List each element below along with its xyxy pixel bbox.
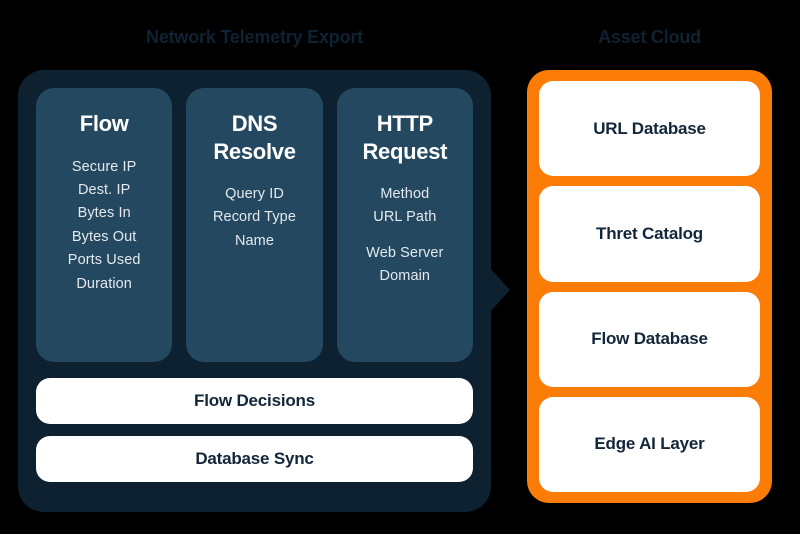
column-title-line: DNS — [231, 111, 278, 136]
list-item: Method — [380, 186, 430, 202]
network-telemetry-panel: Flow Secure IP Dest. IP Bytes In Bytes O… — [18, 70, 491, 512]
bar-database-sync[interactable]: Database Sync — [36, 436, 473, 482]
bar-flow-decisions[interactable]: Flow Decisions — [36, 378, 473, 424]
section-title-asset-cloud: Asset Cloud — [598, 27, 701, 47]
list-item: Bytes Out — [71, 228, 137, 245]
list-item: Record Type — [212, 209, 297, 226]
list-item: Secure IP — [71, 158, 137, 175]
list-item: Domain — [379, 268, 431, 285]
list-item: Dest. IP — [77, 181, 131, 198]
list-item: Name — [234, 232, 275, 249]
list-item: Bytes In — [77, 205, 131, 222]
list-item: Duration — [76, 275, 132, 292]
column-title-dns-resolve: DNS Resolve — [196, 110, 312, 165]
asset-card-flow-database[interactable]: Flow Database — [539, 291, 760, 387]
telemetry-column-http-request[interactable]: HTTP Request Method URL Path Web Server … — [336, 88, 473, 362]
telemetry-columns: Flow Secure IP Dest. IP Bytes In Bytes O… — [36, 88, 473, 362]
list-item: Web Server — [366, 244, 444, 261]
telemetry-bars: Flow Decisions Database Sync — [36, 378, 473, 482]
asset-card-url-database[interactable]: URL Database — [539, 81, 760, 177]
telemetry-column-flow[interactable]: Flow Secure IP Dest. IP Bytes In Bytes O… — [36, 88, 173, 362]
column-title-line: Flow — [79, 111, 129, 136]
list-item: Ports Used — [67, 252, 141, 269]
asset-cloud-panel: URL Database Thret Catalog Flow Database… — [527, 70, 772, 503]
asset-card-edge-ai-layer[interactable]: Edge AI Layer — [539, 396, 760, 492]
asset-card-thret-catalog[interactable]: Thret Catalog — [539, 186, 760, 282]
column-title-line: Request — [362, 138, 448, 164]
column-title-line: HTTP — [376, 111, 434, 136]
arrow-right-icon — [488, 266, 510, 314]
column-items-dns-resolve: Query ID Record Type Name — [196, 183, 312, 253]
telemetry-column-dns-resolve[interactable]: DNS Resolve Query ID Record Type Name — [186, 88, 323, 362]
column-items-http-request: Method URL Path Web Server Domain — [347, 183, 463, 289]
section-title-network-telemetry-export: Network Telemetry Export — [146, 27, 363, 47]
column-title-flow: Flow — [46, 110, 162, 138]
list-item: URL Path — [373, 209, 437, 226]
list-item: Query ID — [225, 186, 284, 202]
column-title-http-request: HTTP Request — [347, 110, 463, 165]
column-items-flow: Secure IP Dest. IP Bytes In Bytes Out Po… — [46, 156, 162, 297]
column-title-line: Resolve — [213, 138, 296, 164]
